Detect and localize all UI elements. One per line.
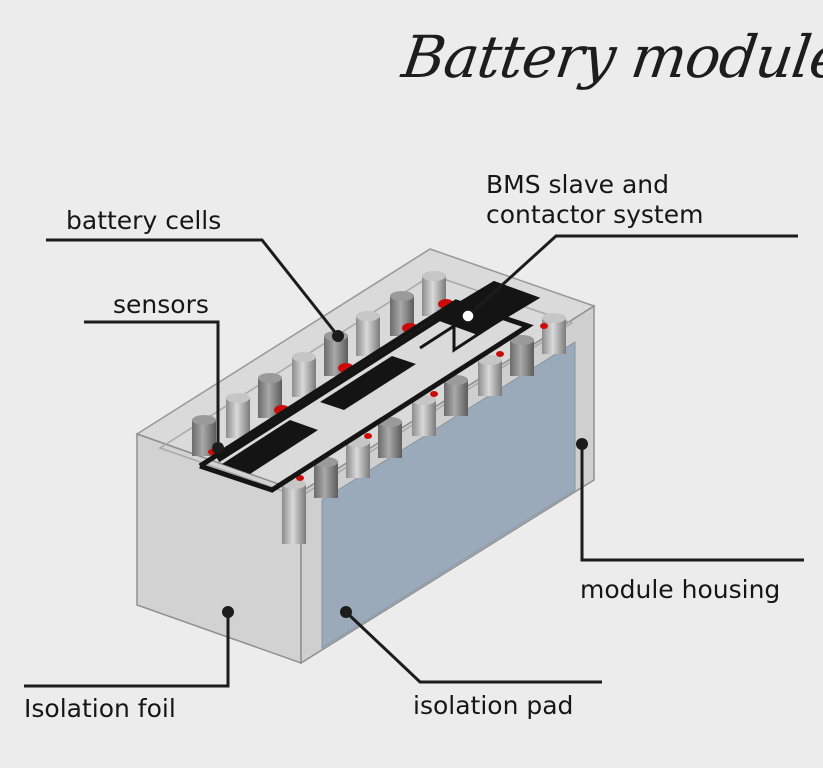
label-bms-line2: contactor system bbox=[486, 200, 704, 229]
bms-dot bbox=[461, 309, 475, 323]
label-isolation-foil: Isolation foil bbox=[24, 694, 176, 723]
label-bms-slave: BMS slave and contactor system bbox=[486, 170, 703, 230]
label-isolation-pad: isolation pad bbox=[413, 691, 574, 720]
leader-dots bbox=[212, 330, 588, 618]
bus-bar-system bbox=[198, 296, 534, 493]
sensor-strip-2 bbox=[320, 356, 416, 410]
label-module-housing: module housing bbox=[580, 575, 781, 604]
bms-slave-board bbox=[431, 280, 541, 336]
label-bms-line1: BMS slave and bbox=[486, 170, 669, 199]
bms-wiring bbox=[419, 318, 501, 353]
label-battery-cells: battery cells bbox=[66, 206, 222, 235]
leader-lines bbox=[24, 234, 804, 688]
label-sensors: sensors bbox=[113, 290, 209, 319]
diagram-title: Battery module bbox=[398, 23, 823, 91]
sensor-strip-1 bbox=[222, 420, 318, 474]
